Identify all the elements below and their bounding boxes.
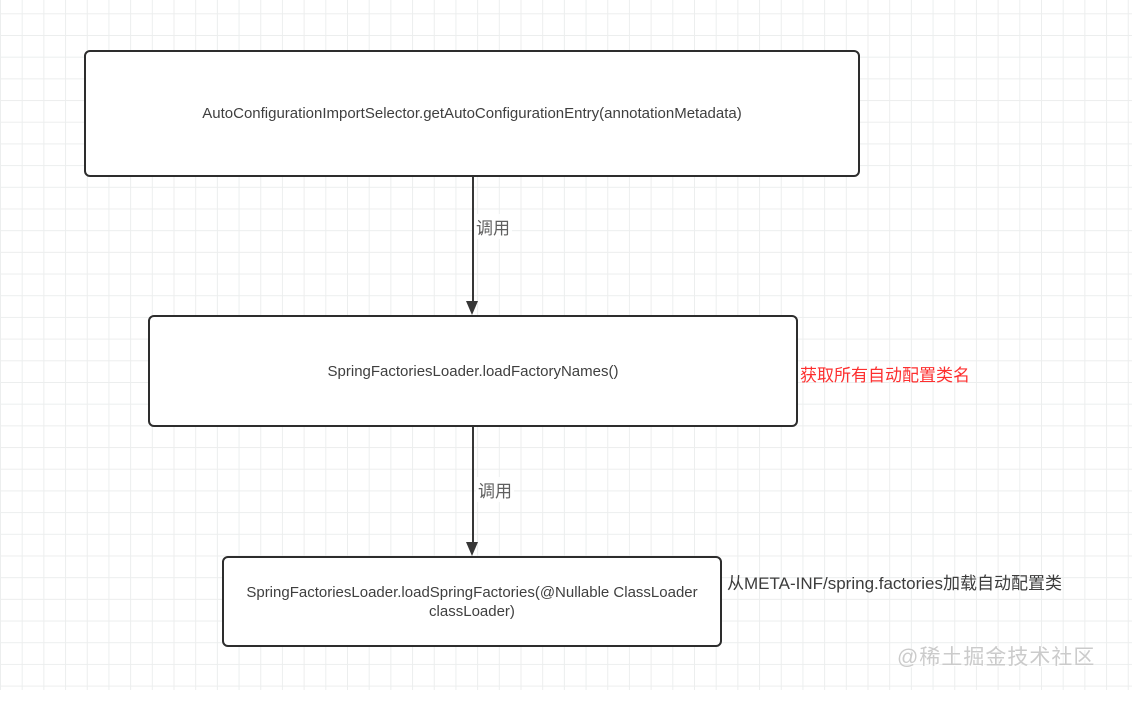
node-label: SpringFactoriesLoader.loadFactoryNames() <box>327 362 619 380</box>
watermark-juejin-community: @稀土掘金技术社区 <box>897 646 1096 669</box>
node-get-auto-configuration-entry: AutoConfigurationImportSelector.getAutoC… <box>84 50 860 177</box>
node-label: SpringFactoriesLoader.loadSpringFactorie… <box>246 583 698 620</box>
node-load-factory-names: SpringFactoriesLoader.loadFactoryNames() <box>148 315 798 427</box>
edge-label-call-2: 调用 <box>476 477 514 502</box>
arrow-head-icon <box>466 301 478 315</box>
arrow-line <box>471 427 474 543</box>
node-load-spring-factories: SpringFactoriesLoader.loadSpringFactorie… <box>222 556 722 647</box>
arrow-line <box>471 177 474 302</box>
node-label: AutoConfigurationImportSelector.getAutoC… <box>202 105 742 122</box>
annotation-get-all-autoconfig-class-names: 获取所有自动配置类名 <box>800 366 970 385</box>
arrow-head-icon <box>466 542 478 556</box>
edge-label-call-1: 调用 <box>474 214 512 239</box>
annotation-load-from-spring-factories: 从META-INF/spring.factories加载自动配置类 <box>727 574 1063 593</box>
